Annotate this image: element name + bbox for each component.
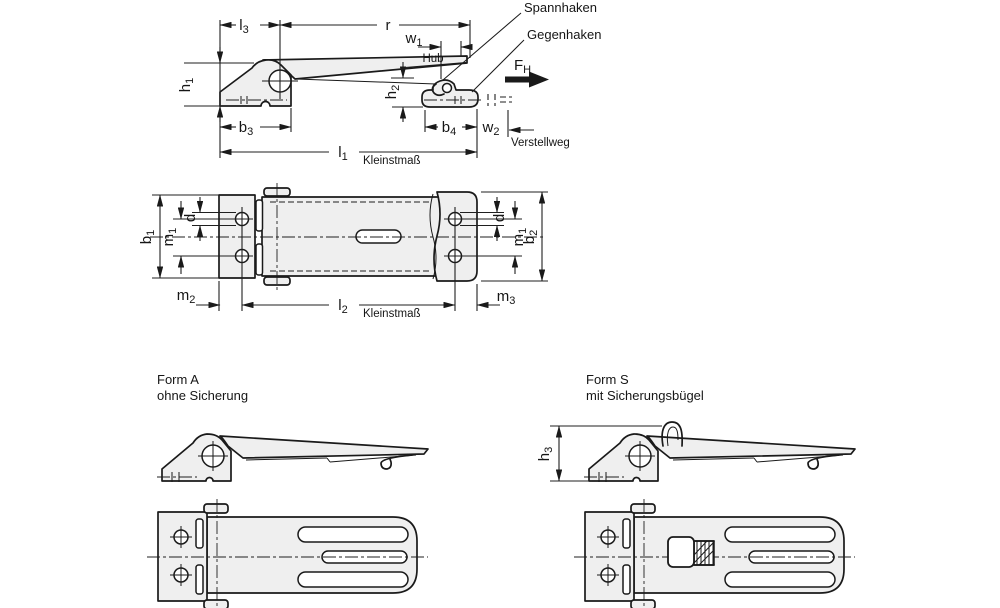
form-a-plan-view (146, 498, 429, 608)
spannhaken-label: Spannhaken (524, 0, 597, 15)
main-side-view: FH Spannhaken Gegenhaken (219, 0, 601, 108)
dim-label-m1: m1 (160, 228, 179, 247)
form-s-side-view (583, 433, 856, 483)
safety-bow-inner (666, 426, 679, 447)
form-a-side-view (156, 433, 429, 483)
dim-label-l2: l2 (338, 297, 347, 316)
dim-label-w2: w2 (482, 119, 500, 138)
dim-label-h1: h1 (177, 78, 196, 92)
dim-label-h3: h3 (536, 447, 555, 461)
mounting-plate-plan (218, 194, 256, 279)
dim-label-b4: b4 (442, 119, 456, 138)
form-a-section: Form A ohne Sicherung (146, 372, 429, 608)
dim-label-w1: w1 (405, 30, 423, 49)
main-plan-view-dimensions: b1 m1 d d m1 b2 m2 l2 Kleinstmaß m3 (138, 191, 548, 320)
gegenhaken-label: Gegenhaken (527, 27, 601, 42)
form-s-title: Form S (586, 372, 629, 387)
draw-hook (431, 83, 445, 97)
kleinstmass-label: Kleinstmaß (363, 308, 421, 320)
dim-label-b1: b1 (138, 230, 157, 244)
drawbar-line (295, 78, 437, 85)
spring-coil-hatch (693, 540, 708, 556)
kleinstmass-label: Kleinstmaß (363, 155, 421, 167)
lever-slot (355, 229, 402, 244)
form-a-subtitle: ohne Sicherung (157, 388, 248, 403)
safety-bow (661, 421, 684, 447)
dim-label-h2: h2 (383, 85, 402, 99)
spring-coil-hatch (693, 542, 714, 564)
dim-label-d: d (491, 214, 508, 222)
hub-label: Hub (422, 53, 443, 65)
verstellweg-label: Verstellweg (511, 137, 570, 149)
clip-body (667, 536, 695, 568)
force-arrow (505, 71, 549, 88)
dim-label-m3: m3 (497, 288, 516, 307)
dim-label-r: r (386, 17, 391, 34)
hinge-slot (255, 199, 264, 232)
spring-clip (667, 536, 715, 568)
dim-label-l3: l3 (239, 17, 248, 36)
leader-line (471, 39, 525, 93)
main-side-view-dimensions: l3 r w1 Hub h1 h2 b3 b4 w2 Verstellweg l… (177, 17, 570, 167)
main-plan-view (150, 183, 546, 290)
hook-pin (441, 82, 453, 94)
dim-label-fh: FH (514, 57, 531, 76)
dim-label-m2: m2 (177, 287, 196, 306)
dim-label-l1: l1 (338, 144, 347, 163)
form-s-section: Form S mit Sicherungsbügel h3 (536, 372, 856, 608)
form-s-subtitle: mit Sicherungsbügel (586, 388, 704, 403)
form-a-title: Form A (157, 372, 199, 387)
dim-label-m1: m1 (510, 228, 529, 247)
dim-label-b2: b2 (521, 230, 540, 244)
latch-body-plan (261, 196, 443, 277)
dim-label-b3: b3 (239, 119, 253, 138)
lever-tip-line (404, 62, 467, 68)
spring-coil-hatch (698, 550, 714, 566)
leader-line (442, 12, 522, 81)
dim-label-d: d (182, 214, 199, 222)
hinge-slot (255, 243, 264, 276)
